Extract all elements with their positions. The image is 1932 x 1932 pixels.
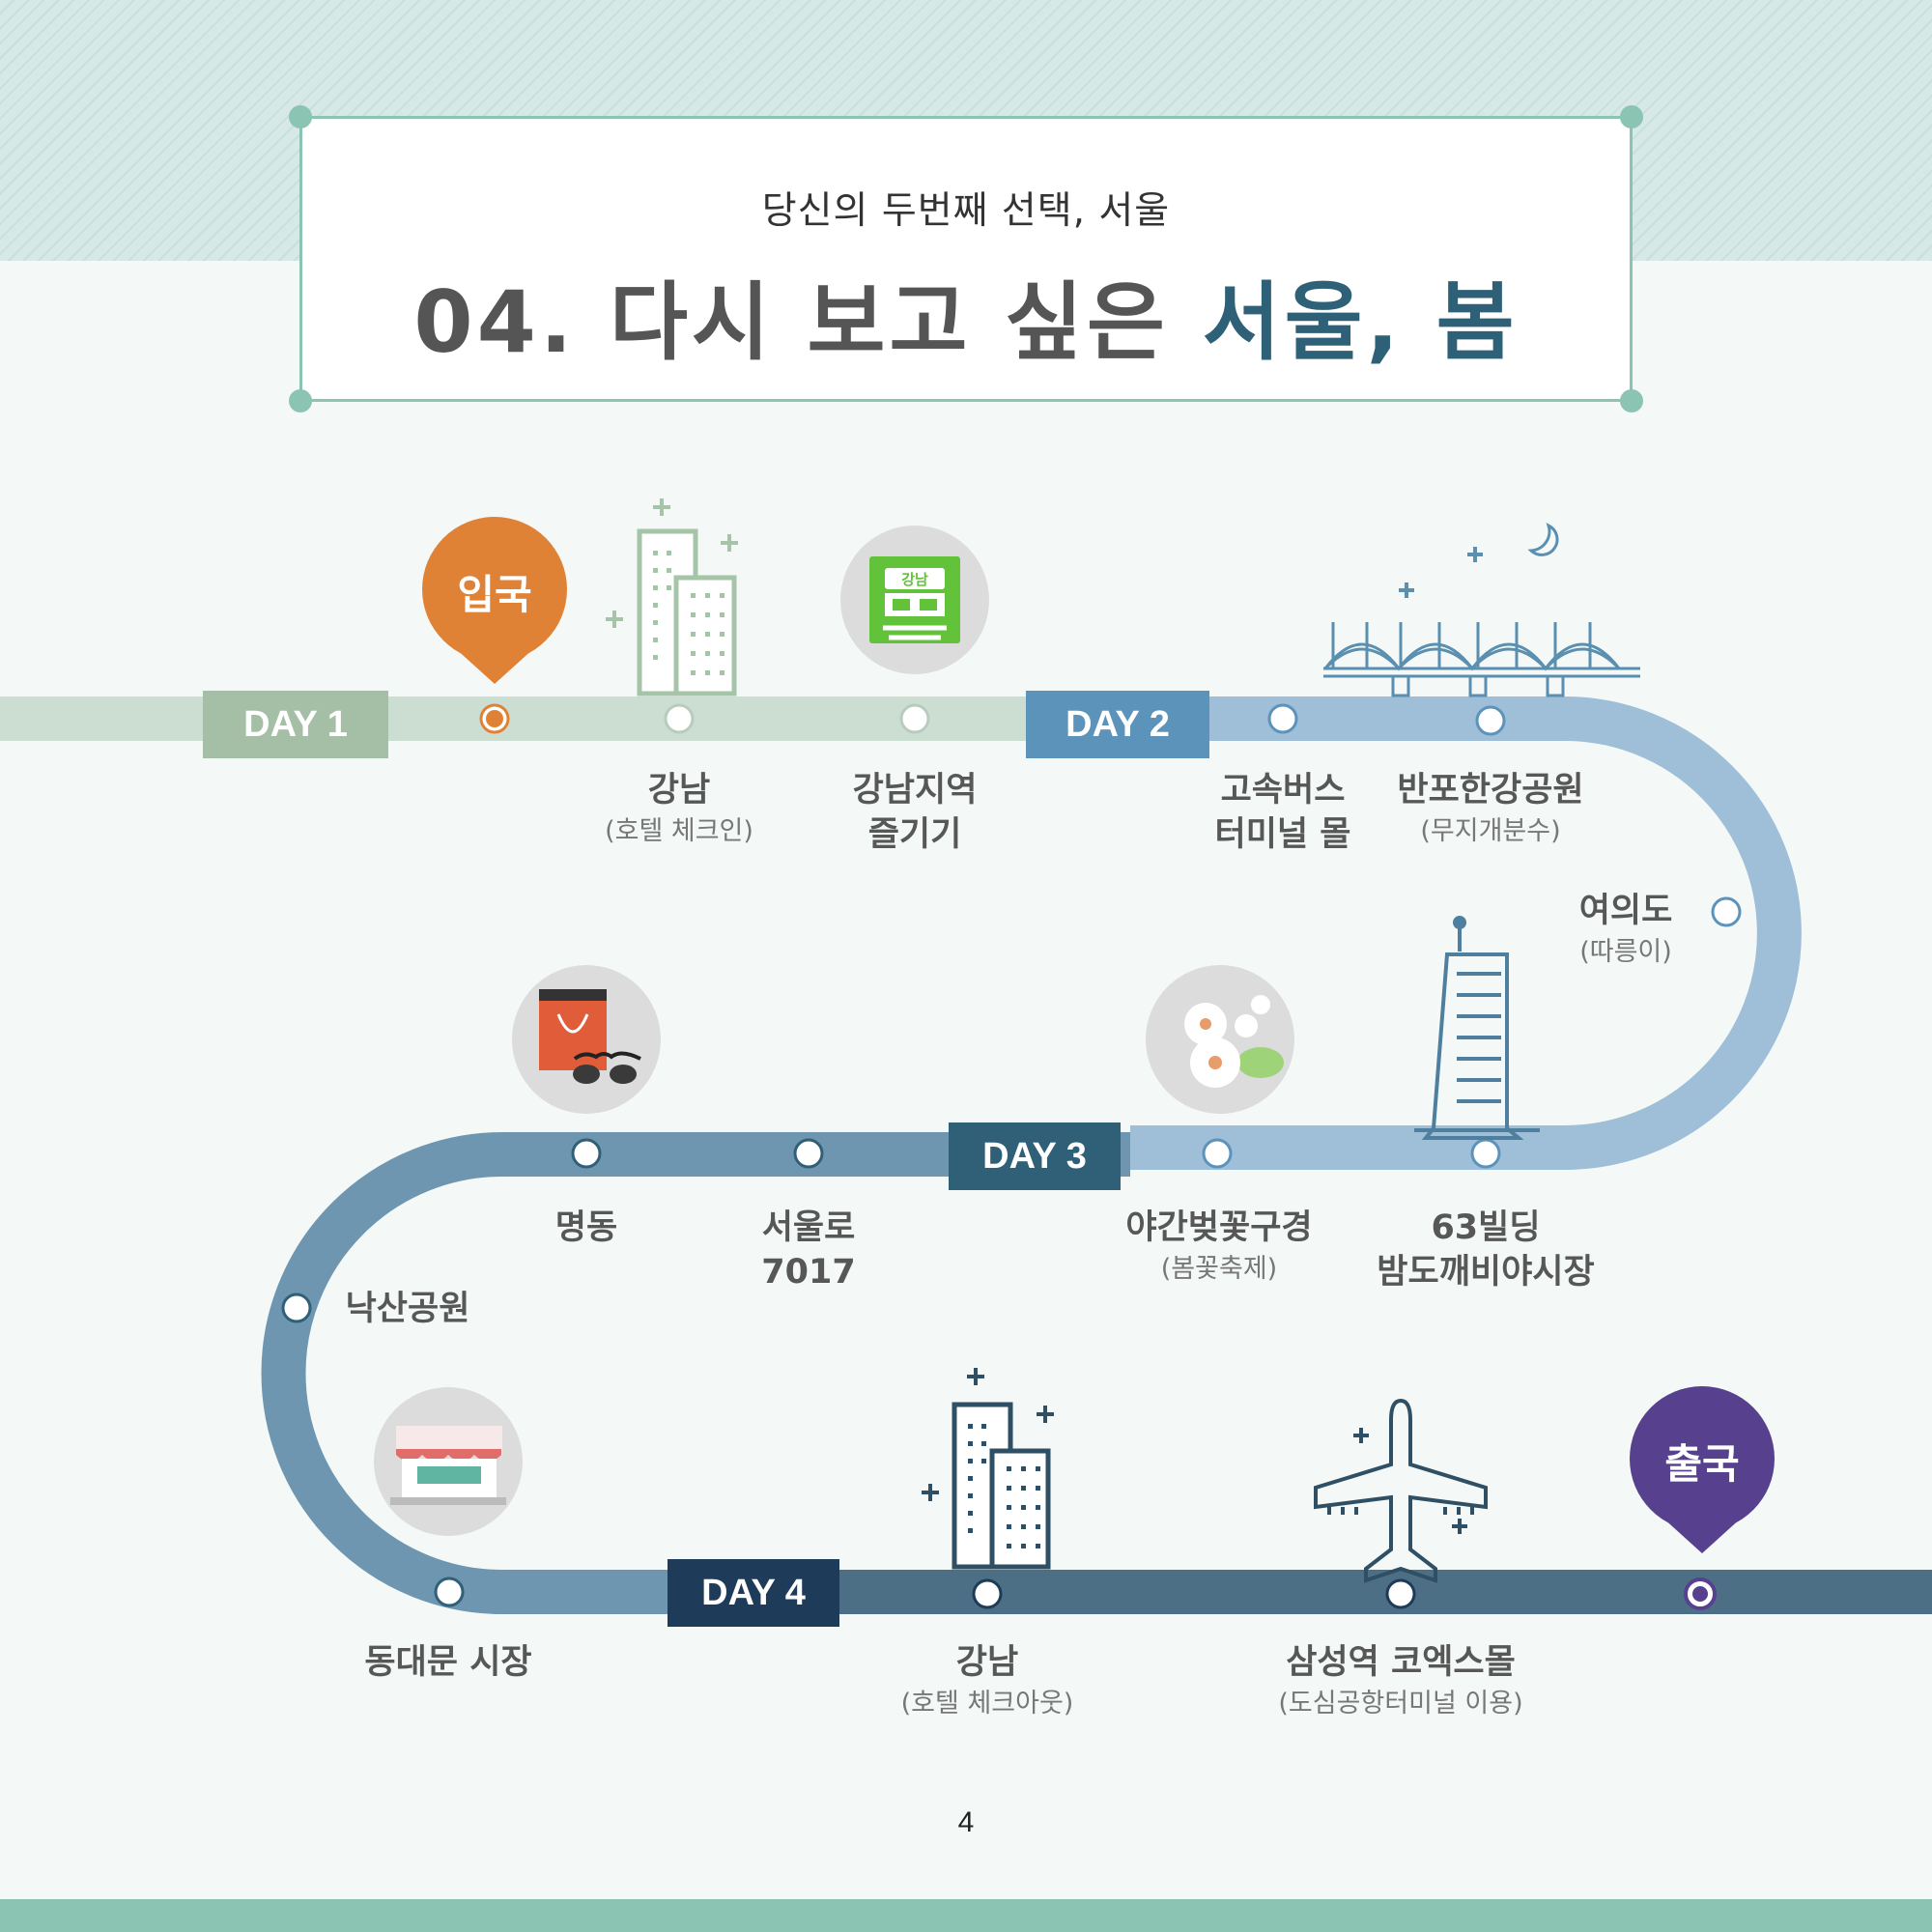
stop-title: 63빌딩 — [1431, 1208, 1541, 1247]
start-pin-label: 입국 — [457, 571, 532, 618]
stop-subtitle: (봄꽃축제) — [1160, 1254, 1278, 1284]
page-title: 04. 다시 보고 싶은 서울, 봄 — [302, 254, 1630, 377]
title-part-1: 04. 다시 보고 싶은 — [413, 272, 1203, 372]
stop-title: 반포한강공원 — [1397, 771, 1584, 810]
subtitle: 당신의 두번째 선택, 서울 — [761, 189, 1171, 233]
stop-seoullo-marker — [793, 1138, 824, 1169]
day-4-label: DAY 4 — [668, 1559, 839, 1627]
track-day3 — [261, 1132, 1130, 1614]
stop-label-cherry-blossom: 야간벚꽃구경 (봄꽃축제) — [1125, 1206, 1312, 1289]
stop-naksan-marker — [281, 1293, 312, 1323]
stop-subtitle: (따릉이) — [1579, 937, 1672, 967]
stop-title: 야간벚꽃구경 — [1125, 1208, 1313, 1247]
stop-label-gangnam-checkout: 강남 (호텔 체크아웃) — [901, 1640, 1074, 1723]
stop-title: 낙산공원 — [345, 1290, 470, 1328]
stop-title: 명동 — [554, 1208, 618, 1247]
stop-title-line2: 터미널 몰 — [1214, 815, 1351, 854]
track-day4 — [734, 1570, 1932, 1614]
corner-dot — [1620, 389, 1643, 412]
stop-gangnam-area-marker — [899, 703, 930, 734]
end-pin-label: 출국 — [1664, 1440, 1740, 1488]
start-pin — [422, 517, 567, 684]
page-number: 4 — [957, 1806, 975, 1838]
stop-label-myeongdong: 명동 — [555, 1206, 617, 1250]
city-buildings-icon — [922, 1368, 1054, 1570]
stop-banpo-marker — [1475, 705, 1506, 736]
stop-title: 강남지역 — [852, 771, 978, 810]
station-sign-text: 강남 — [901, 571, 928, 588]
stop-title: 여의도 — [1578, 892, 1673, 930]
subway-station-icon — [840, 526, 989, 674]
airplane-icon — [1314, 1398, 1488, 1583]
stop-subtitle: (호텔 체크인) — [605, 816, 753, 846]
stop-label-63building: 63빌딩 밤도깨비야시장 — [1377, 1206, 1594, 1294]
stop-coex-marker — [1385, 1578, 1416, 1609]
stop-label-bus-terminal: 고속버스 터미널 몰 — [1215, 768, 1351, 857]
63-building-icon — [1414, 916, 1540, 1140]
stop-label-yeouido: 여의도 (따릉이) — [1579, 889, 1673, 972]
stop-title: 강남 — [647, 771, 711, 810]
stop-title: 강남 — [955, 1643, 1019, 1682]
stop-myeongdong-marker — [571, 1138, 602, 1169]
stop-dongdaemun-marker — [434, 1577, 465, 1607]
market-stall-icon — [374, 1387, 523, 1536]
stop-title: 동대문 시장 — [364, 1643, 532, 1682]
day-3-label: DAY 3 — [949, 1122, 1121, 1190]
stop-start-dot — [486, 710, 503, 727]
stop-bus-terminal-marker — [1267, 703, 1298, 734]
shopping-bag-icon — [512, 965, 661, 1114]
stop-title-line2: 밤도깨비야시장 — [1377, 1253, 1595, 1292]
stop-subtitle: (무지개분수) — [1420, 816, 1561, 846]
stop-title: 고속버스 — [1220, 771, 1346, 810]
corner-dot — [289, 105, 312, 128]
end-pin — [1630, 1386, 1775, 1553]
bottom-band — [0, 1899, 1932, 1932]
track-day2 — [1026, 696, 1802, 1170]
stop-title: 삼성역 코엑스몰 — [1286, 1643, 1516, 1682]
stop-label-coex: 삼성역 코엑스몰 (도심공항터미널 이용) — [1278, 1640, 1522, 1723]
stop-label-naksan: 낙산공원 — [346, 1287, 470, 1331]
buildings-icon — [606, 498, 738, 696]
bridge-icon — [1323, 523, 1640, 697]
buildings-icon-windows — [653, 551, 724, 675]
day-2-label: DAY 2 — [1026, 691, 1209, 758]
stop-cherry-marker — [1202, 1138, 1233, 1169]
stop-subtitle: (호텔 체크아웃) — [900, 1689, 1074, 1719]
title-box: 당신의 두번째 선택, 서울 04. 다시 보고 싶은 서울, 봄 — [289, 105, 1643, 412]
stop-title-line2: 즐기기 — [867, 815, 962, 854]
stop-label-banpo: 반포한강공원 (무지개분수) — [1397, 768, 1583, 851]
stop-markers — [281, 703, 1742, 1610]
stop-gangnam-checkout-marker — [972, 1578, 1003, 1609]
track-day1 — [0, 696, 1026, 741]
day-1-label: DAY 1 — [203, 691, 388, 758]
stop-title: 서울로 — [761, 1208, 856, 1247]
stop-gangnam-marker — [664, 703, 695, 734]
stop-subtitle: (도심공항터미널 이용) — [1278, 1689, 1523, 1719]
stop-label-gangnam-area: 강남지역 즐기기 — [853, 768, 978, 857]
corner-dot — [289, 389, 312, 412]
stop-end-dot — [1692, 1586, 1708, 1602]
stop-label-seoullo: 서울로 7017 — [761, 1206, 855, 1294]
stop-63building-marker — [1470, 1138, 1501, 1169]
cherry-blossom-icon — [1146, 965, 1294, 1114]
title-part-2: 서울, 봄 — [1202, 272, 1519, 372]
stop-title-line2: 7017 — [761, 1253, 856, 1292]
stop-yeouido-marker — [1711, 896, 1742, 927]
corner-dot — [1620, 105, 1643, 128]
stop-label-gangnam: 강남 (호텔 체크인) — [605, 768, 753, 851]
stop-label-dongdaemun: 동대문 시장 — [364, 1640, 531, 1685]
city-buildings-windows — [968, 1424, 1040, 1548]
